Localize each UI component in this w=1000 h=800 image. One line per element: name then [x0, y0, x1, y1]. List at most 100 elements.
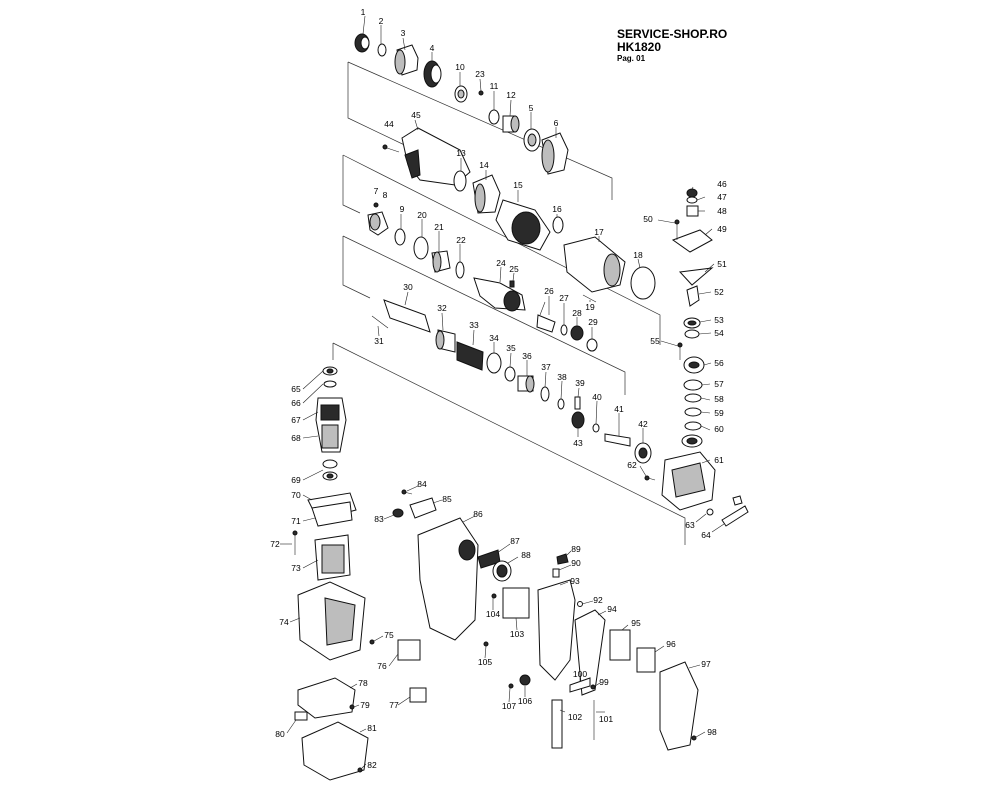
part-label: 21	[434, 222, 444, 232]
part-label: 61	[714, 455, 724, 465]
part-32-sleeve	[435, 329, 456, 353]
part-60b-bearing	[681, 434, 703, 448]
part-label: 22	[456, 235, 466, 245]
part-label: 107	[502, 701, 516, 711]
part-12-sleeve	[502, 115, 520, 133]
part-44-screw	[382, 144, 400, 153]
part-50-screw	[674, 219, 680, 240]
part-104-screw	[491, 593, 497, 599]
part-1-seal	[354, 33, 370, 53]
part-label: 13	[456, 148, 466, 158]
part-67-armature	[315, 397, 347, 453]
part-5-ring	[523, 128, 541, 152]
part-80-brush	[294, 711, 308, 721]
group-frames	[332, 61, 686, 545]
part-label: 72	[270, 539, 280, 549]
part-label: 58	[714, 394, 724, 404]
part-58-ring	[684, 393, 702, 403]
part-15-cylinder	[495, 199, 551, 251]
part-label: 36	[522, 351, 532, 361]
part-9-ring	[394, 228, 406, 246]
part-41-lever	[604, 433, 631, 447]
part-label: 63	[685, 520, 695, 530]
part-86-handle-housing	[417, 517, 479, 641]
part-label: 5	[529, 103, 534, 113]
part-label: 10	[455, 62, 465, 72]
part-3-sleeve	[394, 44, 419, 76]
part-81-cover	[301, 721, 369, 781]
part-label: 101	[599, 714, 613, 724]
part-4-spring	[423, 60, 442, 88]
part-17-motor-housing	[563, 236, 626, 293]
part-54-ring	[684, 329, 700, 339]
part-label: 6	[554, 118, 559, 128]
part-28-gear	[570, 325, 584, 341]
part-31-pin	[371, 315, 389, 329]
part-107-screw	[508, 683, 514, 689]
part-label: 86	[473, 509, 483, 519]
part-label: 79	[360, 700, 370, 710]
part-38-ring	[557, 398, 565, 410]
part-19-pin	[582, 294, 597, 303]
part-10-washer	[454, 85, 468, 103]
leader-lines	[280, 15, 725, 769]
part-label: 44	[384, 119, 394, 129]
part-label: 98	[707, 727, 717, 737]
part-96-trigger	[636, 647, 656, 673]
part-74-motor-housing	[297, 581, 366, 661]
part-label: 53	[714, 315, 724, 325]
part-label: 27	[559, 293, 569, 303]
part-39-pin	[574, 396, 581, 410]
part-label: 32	[437, 303, 447, 313]
part-label: 57	[714, 379, 724, 389]
part-43-clutch	[571, 411, 585, 429]
part-23-ball	[478, 90, 484, 96]
part-label: 87	[510, 536, 520, 546]
part-label: 96	[666, 639, 676, 649]
shop-name: SERVICE-SHOP.RO	[617, 27, 728, 41]
part-label: 38	[557, 372, 567, 382]
part-52-lever	[686, 285, 700, 307]
part-label: 66	[291, 398, 301, 408]
part-label: 100	[573, 669, 587, 679]
part-label: 18	[633, 250, 643, 260]
part-2-ring	[377, 43, 387, 57]
part-label: 30	[403, 282, 413, 292]
part-36-sleeve	[517, 375, 535, 393]
part-label: 54	[714, 328, 724, 338]
part-label: 50	[643, 214, 653, 224]
part-label: 62	[627, 460, 637, 470]
part-label: 99	[599, 677, 609, 687]
part-label: 84	[417, 479, 427, 489]
part-90-spring	[552, 568, 560, 578]
part-label: 31	[374, 336, 384, 346]
part-34-ring	[486, 352, 502, 374]
model-number: HK1820	[617, 40, 662, 54]
part-65-bearing	[322, 366, 338, 376]
part-71-fan	[311, 501, 353, 527]
part-27-ring	[560, 324, 568, 336]
part-label: 46	[717, 179, 727, 189]
part-8-holder	[367, 211, 389, 236]
part-46-cap	[686, 188, 698, 198]
part-105-screw	[483, 641, 489, 647]
part-33-spring	[456, 341, 484, 371]
part-label: 12	[506, 90, 516, 100]
part-7-ball	[373, 202, 379, 208]
part-22-ring	[455, 261, 465, 279]
part-82-screw	[357, 767, 363, 773]
part-label: 8	[383, 190, 388, 200]
part-61-crank-housing	[661, 451, 716, 511]
part-label: 67	[291, 415, 301, 425]
part-29-washer	[586, 338, 598, 352]
part-label: 25	[509, 264, 519, 274]
part-30-striker	[383, 299, 431, 333]
part-20-ring	[413, 236, 429, 260]
part-99-screw	[590, 684, 596, 690]
part-100-plate	[569, 677, 591, 693]
part-label: 75	[384, 630, 394, 640]
part-label: 97	[701, 659, 711, 669]
part-78-brush-plate	[297, 677, 356, 719]
part-56-gear	[683, 356, 705, 374]
